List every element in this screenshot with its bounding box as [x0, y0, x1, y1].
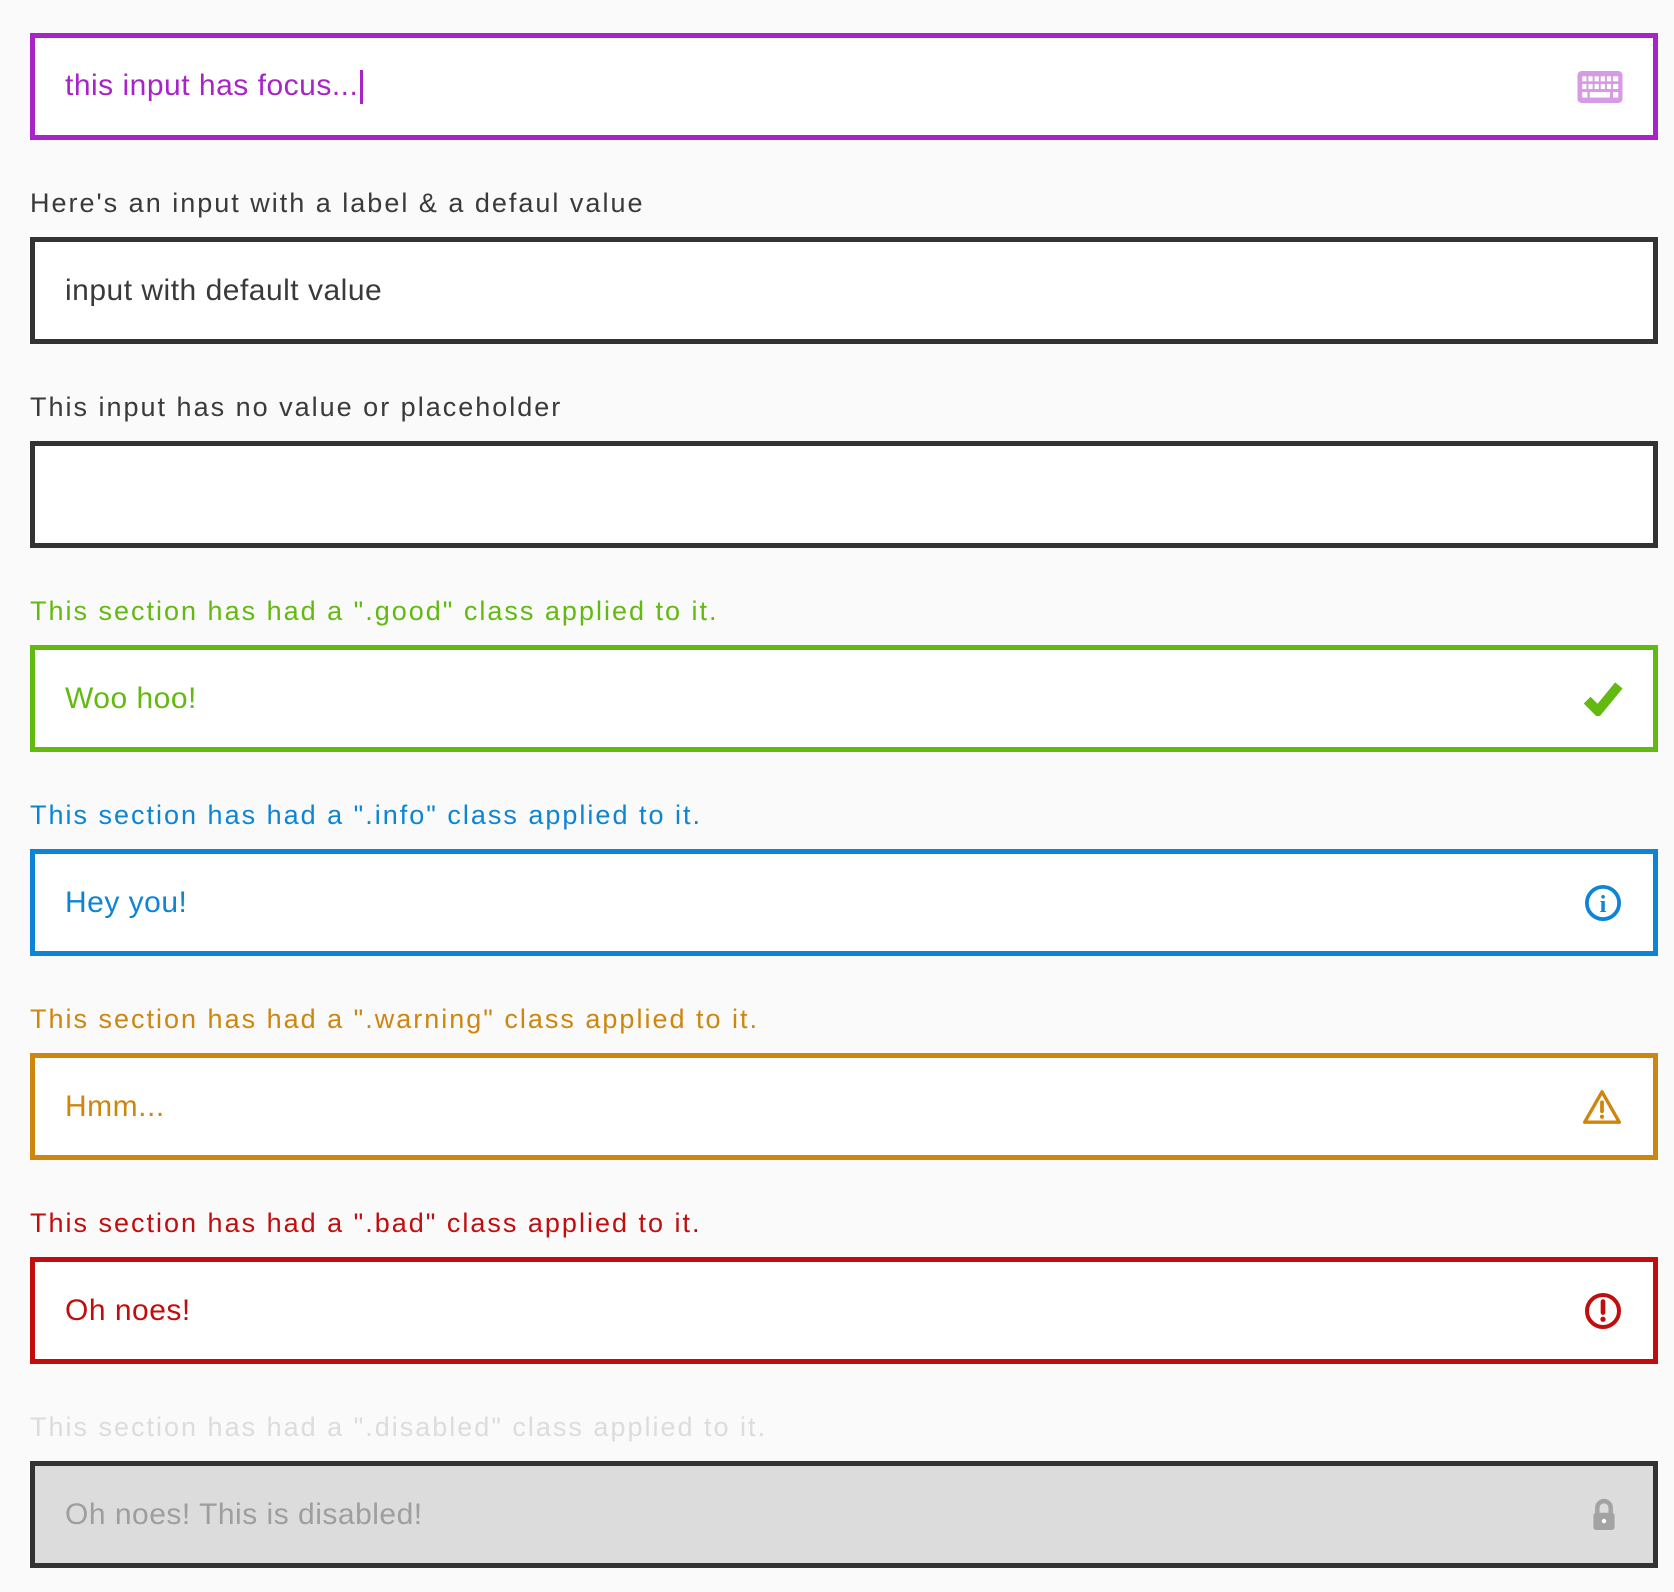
field-good: This section has had a ".good" class app…	[30, 596, 1658, 752]
field-bad: This section has had a ".bad" class appl…	[30, 1208, 1658, 1364]
focused-text-input[interactable]: this input has focus...	[30, 33, 1658, 140]
empty-text-input[interactable]	[30, 441, 1658, 548]
input-value: Oh noes!	[65, 1293, 191, 1327]
field-label: This section has had a ".info" class app…	[30, 800, 702, 830]
lock-icon	[1585, 1495, 1623, 1535]
input-value: Hey you!	[65, 885, 188, 919]
info-text-input[interactable]: Hey you! i	[30, 849, 1658, 956]
text-caret	[360, 70, 364, 105]
keyboard-icon	[1577, 70, 1623, 103]
field-label: This input has no value or placeholder	[30, 392, 563, 422]
input-value: input with default value	[65, 273, 383, 307]
field-info: This section has had a ".info" class app…	[30, 800, 1658, 956]
field-label: This section has had a ".warning" class …	[30, 1004, 759, 1034]
good-text-input[interactable]: Woo hoo!	[30, 645, 1658, 752]
field-default-value: Here's an input with a label & a defaul …	[30, 188, 1658, 344]
input-value: Woo hoo!	[65, 681, 197, 715]
alert-circle-icon	[1583, 1291, 1623, 1331]
check-icon	[1583, 681, 1623, 716]
bad-text-input[interactable]: Oh noes!	[30, 1257, 1658, 1364]
input-value: Oh noes! This is disabled!	[65, 1497, 423, 1531]
svg-text:i: i	[1600, 890, 1607, 917]
warning-triangle-icon	[1581, 1088, 1623, 1126]
field-focused: this input has focus...	[30, 33, 1658, 140]
default-value-text-input[interactable]: input with default value	[30, 237, 1658, 344]
field-warning: This section has had a ".warning" class …	[30, 1004, 1658, 1160]
input-value: Hmm...	[65, 1089, 165, 1123]
field-label: This section has had a ".good" class app…	[30, 596, 719, 626]
field-label: Here's an input with a label & a defaul …	[30, 188, 645, 218]
field-label: This section has had a ".disabled" class…	[30, 1412, 768, 1442]
field-empty: This input has no value or placeholder	[30, 392, 1658, 548]
warning-text-input[interactable]: Hmm...	[30, 1053, 1658, 1160]
disabled-text-input: Oh noes! This is disabled!	[30, 1461, 1658, 1568]
info-circle-icon: i	[1583, 883, 1623, 923]
field-label: This section has had a ".bad" class appl…	[30, 1208, 702, 1238]
focused-input-value: this input has focus...	[65, 69, 1557, 105]
field-disabled: This section has had a ".disabled" class…	[30, 1412, 1658, 1568]
